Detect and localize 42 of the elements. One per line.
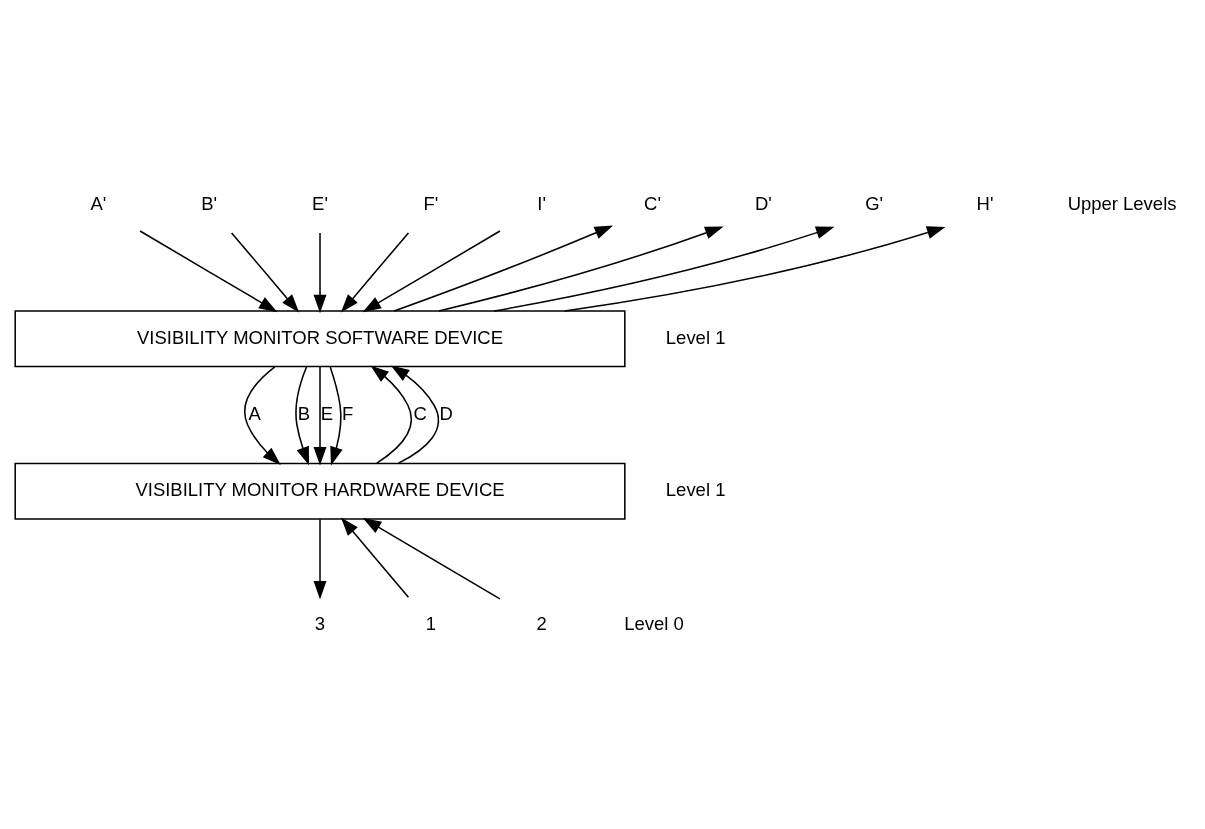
arrow (393, 225, 614, 312)
node-text: A' (90, 192, 107, 214)
arrow (564, 225, 946, 312)
node-text: G' (865, 192, 884, 214)
arrow (390, 364, 440, 464)
label: Level 0 (624, 612, 684, 634)
arrow (493, 225, 835, 312)
node-text: E' (312, 192, 328, 214)
arrow (313, 365, 327, 466)
node-box: VISIBILITY MONITOR HARDWARE DEVICE (14, 462, 626, 520)
arrow (362, 229, 501, 312)
node-text: D' (754, 192, 772, 214)
node-text: I' (537, 192, 547, 214)
node-text: C' (644, 192, 661, 214)
arrow (313, 517, 327, 599)
arrow (438, 225, 724, 312)
label: Level 1 (665, 478, 726, 500)
label: Level 1 (665, 326, 726, 348)
arrow (313, 231, 327, 313)
arrow (340, 516, 410, 598)
node-box: VISIBILITY MONITOR SOFTWARE DEVICE (14, 309, 626, 367)
node-text: B' (201, 192, 218, 214)
arrow (139, 229, 278, 312)
edge-label: D (439, 402, 453, 424)
edge-label: A (248, 402, 261, 424)
arrow (244, 365, 281, 465)
edge-label: F (342, 402, 354, 424)
edge-label: C (413, 402, 427, 424)
arrow (295, 365, 310, 465)
edge-label: B (297, 402, 311, 424)
arrow (370, 364, 412, 464)
arrow (340, 231, 410, 313)
label: Upper Levels (1067, 192, 1177, 214)
arrow (362, 517, 501, 600)
node-text: H' (976, 192, 994, 214)
node-text: 3 (314, 612, 326, 634)
node-text: F' (423, 192, 439, 214)
edge-label: E (320, 402, 334, 424)
node-text: 1 (425, 612, 436, 634)
arrow (329, 365, 343, 465)
node-text: 2 (536, 612, 547, 634)
arrow (230, 231, 300, 313)
